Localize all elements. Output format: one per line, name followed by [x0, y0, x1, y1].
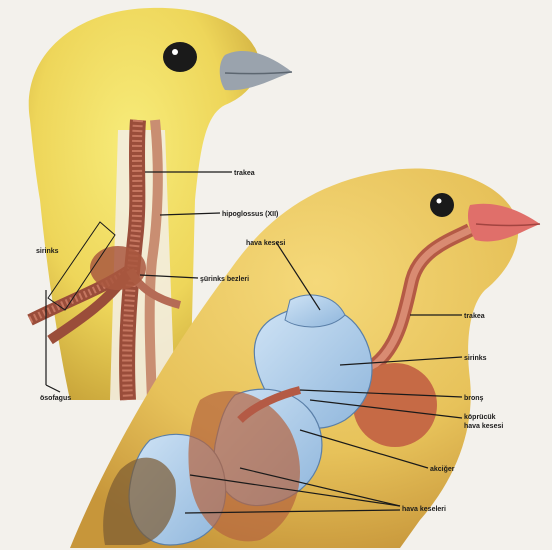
syrinx-glands	[90, 246, 146, 290]
label-air-sac-top: hava kesesi	[246, 240, 285, 247]
label-trachea-right: trakea	[464, 313, 485, 320]
label-trachea-upper: trakea	[234, 170, 255, 177]
label-syrinx: sirinks	[464, 355, 487, 362]
label-clavicular: köprücük	[464, 414, 496, 421]
label-esophagus: ösofagus	[40, 395, 71, 402]
upper-bird-eye	[163, 42, 197, 72]
label-bronchus: bronş	[464, 395, 484, 402]
label-syrinx-box: sirinks	[36, 248, 59, 255]
label-syrinx-glands: şürinks bezleri	[200, 276, 249, 283]
lower-bird-eye	[430, 193, 454, 217]
label-hypoglossus: hipoglossus (XII)	[222, 211, 278, 218]
label-clavicular-sac: hava kesesi	[464, 423, 503, 430]
label-air-sacs: hava keseleri	[402, 506, 446, 513]
label-lung: akciğer	[430, 466, 455, 473]
